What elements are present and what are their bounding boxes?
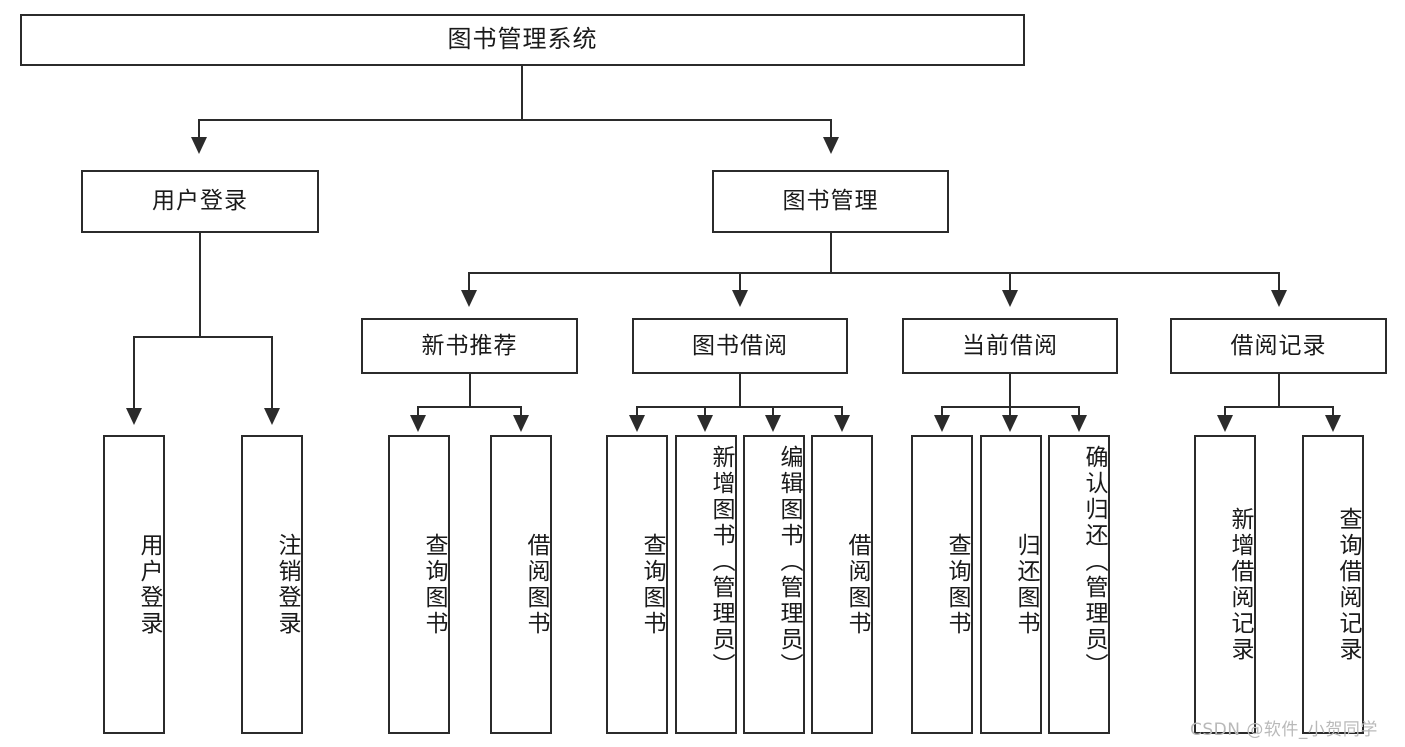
arrow-bm-to-current-borrow bbox=[1002, 290, 1018, 307]
node-user-login[interactable]: 用户登录 bbox=[81, 170, 319, 233]
node-label: 图书管理系统 bbox=[447, 25, 598, 54]
node-label: 编辑图书（管理员） bbox=[776, 445, 802, 679]
connector-nbr-to-leaf-2 bbox=[520, 406, 522, 418]
node-label: 查询图书 bbox=[944, 532, 970, 637]
arrow-cb-to-leaf-3 bbox=[1071, 415, 1087, 432]
connector-user-login-bus bbox=[133, 336, 273, 338]
arrow-bb-to-leaf-3 bbox=[765, 415, 781, 432]
arrow-user-login-to-leaf-2 bbox=[264, 408, 280, 425]
connector-root-to-user-login bbox=[198, 119, 200, 139]
connector-br-to-leaf-2 bbox=[1332, 406, 1334, 418]
connector-bb-bus bbox=[636, 406, 842, 408]
node-label: 用户登录 bbox=[136, 532, 162, 637]
leaf-bb-query-book[interactable]: 查询图书 bbox=[606, 435, 668, 734]
node-new-book-recommend[interactable]: 新书推荐 bbox=[361, 318, 578, 374]
node-label: 归还图书 bbox=[1013, 532, 1039, 637]
connector-bm-to-book-borrow bbox=[739, 272, 741, 292]
connector-bb-to-leaf-4 bbox=[841, 406, 843, 418]
connector-user-login-stem bbox=[199, 233, 201, 337]
connector-cb-to-leaf-2 bbox=[1009, 406, 1011, 418]
connector-root-to-book-management bbox=[830, 119, 832, 139]
node-label: 借阅图书 bbox=[844, 532, 870, 637]
arrow-nbr-to-leaf-2 bbox=[513, 415, 529, 432]
arrow-bm-to-book-borrow bbox=[732, 290, 748, 307]
node-label: 查询图书 bbox=[421, 532, 447, 637]
node-label: 注销登录 bbox=[274, 532, 300, 637]
connector-br-to-leaf-1 bbox=[1224, 406, 1226, 418]
arrow-user-login-to-leaf-1 bbox=[126, 408, 142, 425]
node-borrow-record[interactable]: 借阅记录 bbox=[1170, 318, 1387, 374]
node-label: 用户登录 bbox=[152, 188, 248, 215]
node-current-borrow[interactable]: 当前借阅 bbox=[902, 318, 1118, 374]
connector-bm-to-borrow-record bbox=[1278, 272, 1280, 292]
arrow-root-to-user-login bbox=[191, 137, 207, 154]
leaf-cb-return-book[interactable]: 归还图书 bbox=[980, 435, 1042, 734]
connector-book-management-bus bbox=[468, 272, 1280, 274]
node-root-book-management-system[interactable]: 图书管理系统 bbox=[20, 14, 1025, 66]
leaf-nbr-query-book[interactable]: 查询图书 bbox=[388, 435, 450, 734]
connector-nbr-stem bbox=[469, 374, 471, 408]
node-label: 新增借阅记录 bbox=[1227, 506, 1253, 663]
leaf-user-login-login[interactable]: 用户登录 bbox=[103, 435, 165, 734]
arrow-bm-to-borrow-record bbox=[1271, 290, 1287, 307]
node-label: 查询借阅记录 bbox=[1335, 506, 1361, 663]
node-label: 新增图书（管理员） bbox=[708, 445, 734, 679]
arrow-bb-to-leaf-2 bbox=[697, 415, 713, 432]
connector-cb-to-leaf-1 bbox=[941, 406, 943, 418]
connector-bm-to-current-borrow bbox=[1009, 272, 1011, 292]
arrow-bb-to-leaf-4 bbox=[834, 415, 850, 432]
arrow-bb-to-leaf-1 bbox=[629, 415, 645, 432]
connector-nbr-to-leaf-1 bbox=[417, 406, 419, 418]
node-label: 当前借阅 bbox=[962, 332, 1058, 359]
node-label: 查询图书 bbox=[639, 532, 665, 637]
arrow-cb-to-leaf-1 bbox=[934, 415, 950, 432]
arrow-nbr-to-leaf-1 bbox=[410, 415, 426, 432]
node-label: 新书推荐 bbox=[421, 332, 518, 359]
leaf-cb-confirm-return-admin[interactable]: 确认归还（管理员） bbox=[1048, 435, 1110, 734]
connector-bb-to-leaf-2 bbox=[704, 406, 706, 418]
node-label: 借阅记录 bbox=[1230, 332, 1327, 359]
leaf-nbr-borrow-book[interactable]: 借阅图书 bbox=[490, 435, 552, 734]
connector-br-stem bbox=[1278, 374, 1280, 408]
arrow-cb-to-leaf-2 bbox=[1002, 415, 1018, 432]
connector-cb-stem bbox=[1009, 374, 1011, 408]
arrow-br-to-leaf-1 bbox=[1217, 415, 1233, 432]
leaf-bb-borrow-book[interactable]: 借阅图书 bbox=[811, 435, 873, 734]
node-label: 图书管理 bbox=[782, 188, 879, 215]
connector-user-login-to-leaf-2 bbox=[271, 336, 273, 410]
leaf-cb-query-book[interactable]: 查询图书 bbox=[911, 435, 973, 734]
connector-user-login-to-leaf-1 bbox=[133, 336, 135, 410]
leaf-bb-add-book-admin[interactable]: 新增图书（管理员） bbox=[675, 435, 737, 734]
leaf-bb-edit-book-admin[interactable]: 编辑图书（管理员） bbox=[743, 435, 805, 734]
node-label: 借阅图书 bbox=[523, 532, 549, 637]
leaf-br-add-record[interactable]: 新增借阅记录 bbox=[1194, 435, 1256, 734]
connector-bb-to-leaf-1 bbox=[636, 406, 638, 418]
arrow-bm-to-new-book bbox=[461, 290, 477, 307]
connector-bm-to-new-book bbox=[468, 272, 470, 292]
node-label: 图书借阅 bbox=[692, 332, 788, 359]
node-book-borrow[interactable]: 图书借阅 bbox=[632, 318, 848, 374]
node-label: 确认归还（管理员） bbox=[1081, 445, 1107, 679]
connector-bb-stem bbox=[739, 374, 741, 408]
watermark: CSDN @软件_小贺同学 bbox=[1190, 720, 1378, 740]
connector-root-bus bbox=[198, 119, 832, 121]
leaf-user-login-logout[interactable]: 注销登录 bbox=[241, 435, 303, 734]
node-book-management[interactable]: 图书管理 bbox=[712, 170, 949, 233]
connector-root-stem bbox=[521, 66, 523, 120]
arrow-br-to-leaf-2 bbox=[1325, 415, 1341, 432]
connector-cb-to-leaf-3 bbox=[1078, 406, 1080, 418]
connector-book-management-stem bbox=[830, 233, 832, 273]
connector-br-bus bbox=[1224, 406, 1334, 408]
connector-bb-to-leaf-3 bbox=[772, 406, 774, 418]
leaf-br-query-record[interactable]: 查询借阅记录 bbox=[1302, 435, 1364, 734]
arrow-root-to-book-management bbox=[823, 137, 839, 154]
connector-nbr-bus bbox=[417, 406, 522, 408]
